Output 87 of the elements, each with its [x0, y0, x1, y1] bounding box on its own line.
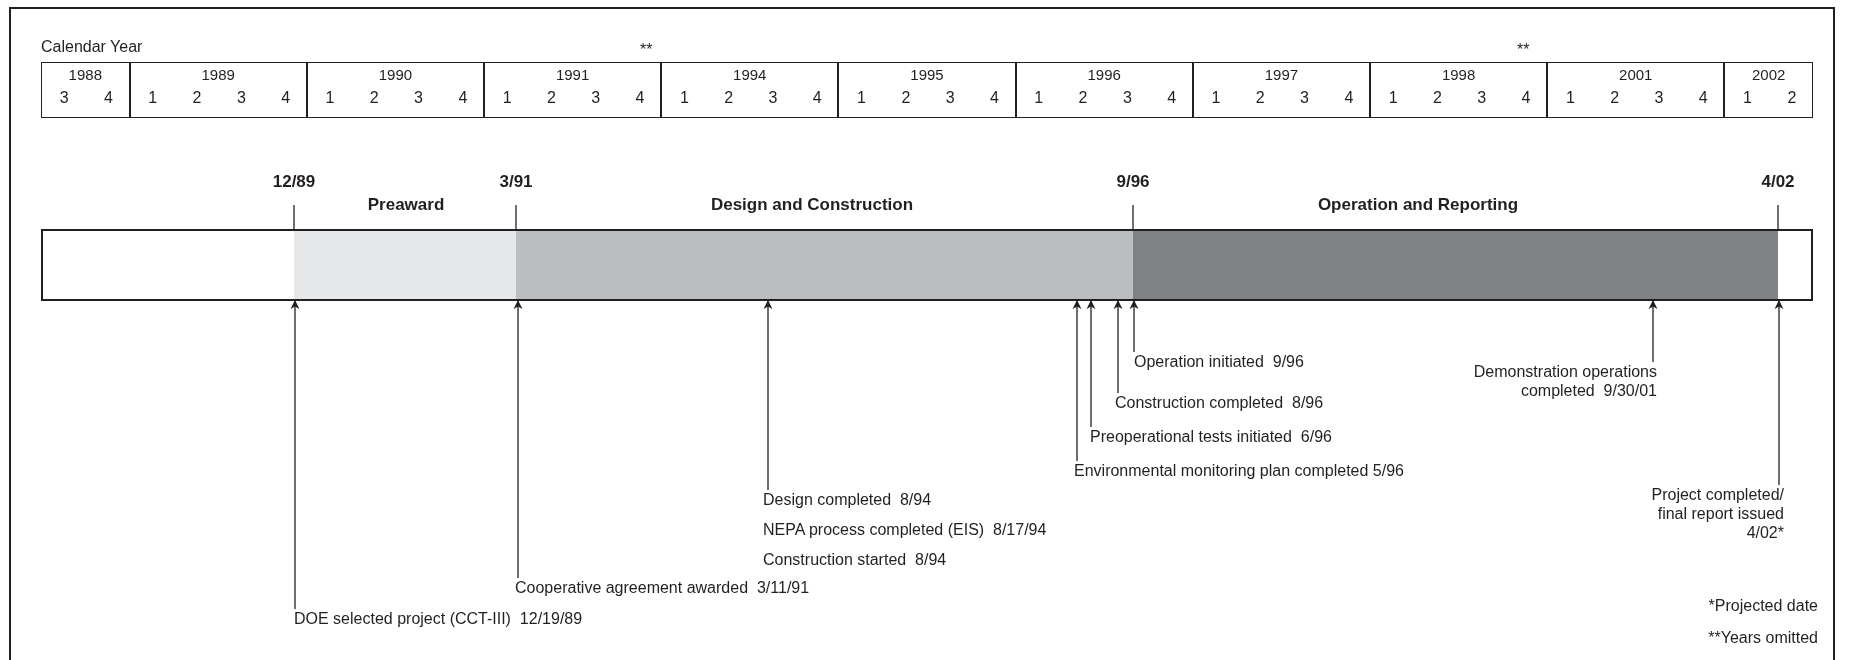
quarter-number: 4 — [280, 88, 292, 107]
quarter-number: 3 — [767, 88, 779, 107]
quarter-number: 3 — [1476, 88, 1488, 107]
quarter-number: 4 — [988, 88, 1000, 107]
milestone-label: Cooperative agreement awarded 3/11/91 — [515, 578, 810, 597]
year-label: 1990 — [377, 66, 414, 84]
phase-label: Design and Construction — [709, 195, 915, 215]
quarter-number: 2 — [546, 88, 557, 107]
quarter-number: 1 — [856, 88, 867, 107]
arrow — [1086, 300, 1096, 428]
footnote: *Projected date — [1708, 596, 1818, 615]
quarter-number: 1 — [1210, 88, 1222, 107]
milestone-label: NEPA process completed (EIS) 8/17/94 — [763, 520, 1047, 539]
year-label: 1998 — [1440, 66, 1477, 84]
year-label: 1997 — [1263, 66, 1300, 84]
quarter-number: 2 — [1077, 88, 1089, 107]
year-label: 1995 — [909, 66, 945, 84]
milestone-label: Environmental monitoring plan completed 5/96 — [1074, 461, 1404, 480]
quarter-number: 3 — [1121, 88, 1133, 107]
year-label: 1996 — [1086, 66, 1122, 84]
quarter-number: 4 — [1343, 88, 1355, 107]
quarter-number: 2 — [723, 88, 735, 107]
year-label: 2002 — [1751, 66, 1787, 84]
year-label: 1989 — [200, 66, 236, 84]
arrow — [513, 300, 523, 579]
quarter-number: 4 — [457, 88, 469, 107]
tick-line — [1132, 204, 1134, 230]
tick-line — [515, 204, 517, 230]
quarter-number: 3 — [413, 88, 424, 107]
quarter-number: 1 — [147, 88, 159, 107]
quarter-number: 1 — [501, 88, 513, 107]
date-label: 12/89 — [254, 172, 334, 194]
quarter-number: 4 — [1166, 88, 1178, 107]
milestone-label: Construction completed 8/96 — [1115, 393, 1324, 412]
quarter-number: 1 — [1387, 88, 1399, 107]
milestone-label: Project completed/ final report issued 4/02* — [1626, 485, 1784, 542]
footnote-mark: ** — [1517, 40, 1530, 59]
quarter-number: 1 — [324, 88, 336, 107]
phase-label: Operation and Reporting — [1316, 195, 1520, 215]
quarter-number: 2 — [1786, 88, 1798, 107]
quarter-number: 3 — [944, 88, 956, 107]
milestone-label: Design completed 8/94 — [763, 490, 933, 509]
arrow — [1774, 300, 1784, 486]
milestone-label: Construction started 8/94 — [763, 550, 948, 569]
milestone-label: Demonstration operations completed 9/30/01 — [1452, 362, 1657, 400]
quarter-number: 4 — [1697, 88, 1709, 107]
year-label: 2001 — [1618, 66, 1654, 84]
arrow — [1072, 300, 1082, 462]
quarter-number: 1 — [1033, 88, 1045, 107]
quarter-number: 2 — [191, 88, 203, 107]
quarter-number: 3 — [1299, 88, 1310, 107]
date-label: 9/96 — [1093, 172, 1173, 194]
arrow — [290, 300, 300, 610]
arrow — [1129, 300, 1139, 353]
quarter-number: 4 — [811, 88, 823, 107]
quarter-number: 4 — [1520, 88, 1532, 107]
quarter-number: 4 — [103, 88, 114, 107]
year-label: 1988 — [67, 66, 103, 84]
milestone-label: DOE selected project (CCT-III) 12/19/89 — [294, 609, 583, 628]
tick-line — [1777, 204, 1779, 230]
quarter-number: 3 — [1653, 88, 1665, 107]
quarter-number: 3 — [235, 88, 247, 107]
footnote-mark: ** — [640, 40, 653, 59]
axis-title: Calendar Year — [41, 37, 143, 56]
arrow — [1648, 300, 1658, 363]
footnote: **Years omitted — [1708, 628, 1818, 647]
date-label: 3/91 — [476, 172, 556, 194]
quarter-number: 2 — [1609, 88, 1621, 107]
quarter-number: 1 — [1564, 88, 1576, 107]
tick-line — [293, 204, 295, 230]
quarter-number: 2 — [1254, 88, 1266, 107]
year-label: 1994 — [732, 66, 768, 84]
quarter-number: 2 — [1432, 88, 1443, 107]
arrow — [763, 300, 773, 491]
quarter-number: 1 — [678, 88, 690, 107]
quarter-number: 2 — [900, 88, 912, 107]
milestone-label: Preoperational tests initiated 6/96 — [1090, 427, 1332, 446]
quarter-number: 4 — [634, 88, 646, 107]
arrow — [1113, 300, 1123, 394]
quarter-number: 2 — [368, 88, 380, 107]
quarter-number: 3 — [58, 88, 70, 107]
quarter-number: 3 — [590, 88, 602, 107]
milestone-label: Operation initiated 9/96 — [1134, 352, 1304, 371]
date-label: 4/02 — [1738, 172, 1818, 194]
year-label: 1991 — [554, 66, 591, 84]
quarter-number: 1 — [1742, 88, 1753, 107]
phase-label: Preaward — [366, 195, 446, 215]
